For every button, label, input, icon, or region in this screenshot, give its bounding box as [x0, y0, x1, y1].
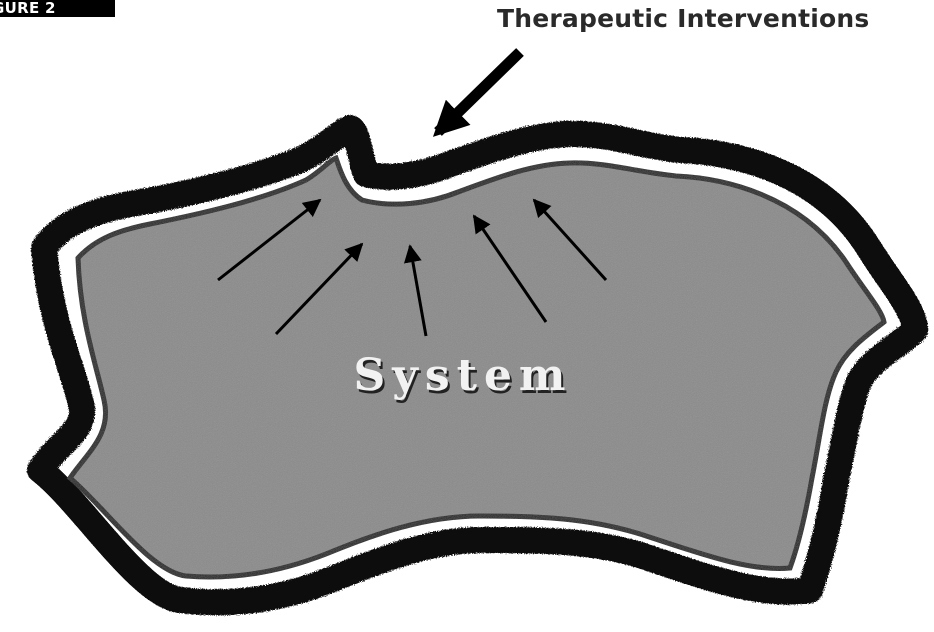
intervention-arrow — [438, 52, 520, 132]
system-label: System — [354, 350, 573, 401]
